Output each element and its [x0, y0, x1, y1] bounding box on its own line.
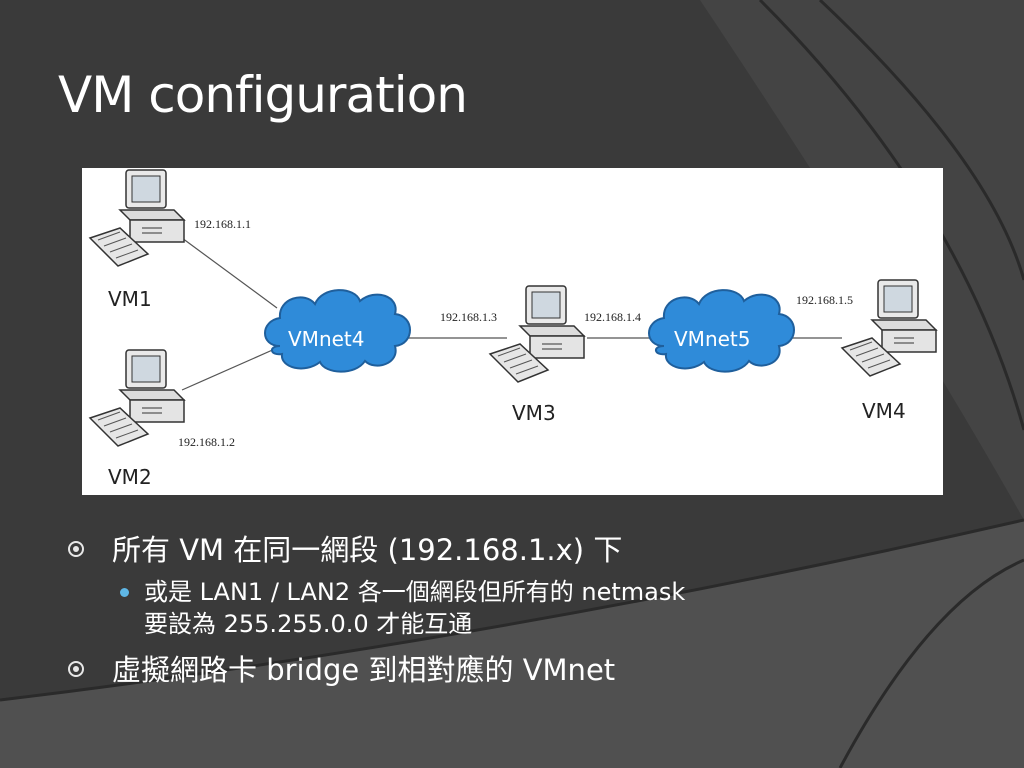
vm2-computer-icon: [89, 349, 185, 447]
bullet-item-1-text: 所有 VM 在同一網段 (192.168.1.x) 下: [112, 533, 623, 567]
circle-bullet-icon: [68, 661, 84, 677]
dot-bullet-icon: [120, 588, 129, 597]
sub-bullet-line-1: 或是 LAN1 / LAN2 各一個網段但所有的 netmask: [144, 578, 686, 606]
vm3-label: VM3: [512, 401, 556, 425]
vm1-ip-label: 192.168.1.1: [194, 217, 251, 231]
slide-title: VM configuration: [58, 66, 468, 124]
bullet-list: 所有 VM 在同一網段 (192.168.1.x) 下 或是 LAN1 / LA…: [66, 530, 864, 690]
sub-bullet-line-2: 要設為 255.255.0.0 才能互通: [144, 610, 473, 638]
bullet-item-2-text: 虛擬網路卡 bridge 到相對應的 VMnet: [112, 653, 616, 687]
vm3-computer-icon: [489, 285, 585, 383]
vm4-label: VM4: [862, 399, 906, 423]
bullet-item-2: 虛擬網路卡 bridge 到相對應的 VMnet: [66, 650, 864, 690]
vm1-label: VM1: [108, 287, 152, 311]
vm2-ip-label: 192.168.1.2: [178, 435, 235, 449]
bullet-item-1: 所有 VM 在同一網段 (192.168.1.x) 下: [66, 530, 864, 570]
vm4-ip-label: 192.168.1.5: [796, 293, 853, 307]
vm2-label: VM2: [108, 465, 152, 489]
vm3-ip-left-label: 192.168.1.3: [440, 310, 497, 324]
vmnet5-label: VMnet5: [674, 327, 750, 351]
vm1-computer-icon: [89, 169, 185, 267]
circle-bullet-icon: [68, 541, 84, 557]
vm3-ip-right-label: 192.168.1.4: [584, 310, 641, 324]
vmnet4-label: VMnet4: [288, 327, 364, 351]
sub-bullet-item: 或是 LAN1 / LAN2 各一個網段但所有的 netmask 要設為 255…: [120, 576, 864, 640]
network-diagram: VMnet4 VMnet5 VM1 VM2 VM3 VM4 192.168.1.…: [82, 168, 943, 495]
vm4-computer-icon: [841, 279, 937, 377]
